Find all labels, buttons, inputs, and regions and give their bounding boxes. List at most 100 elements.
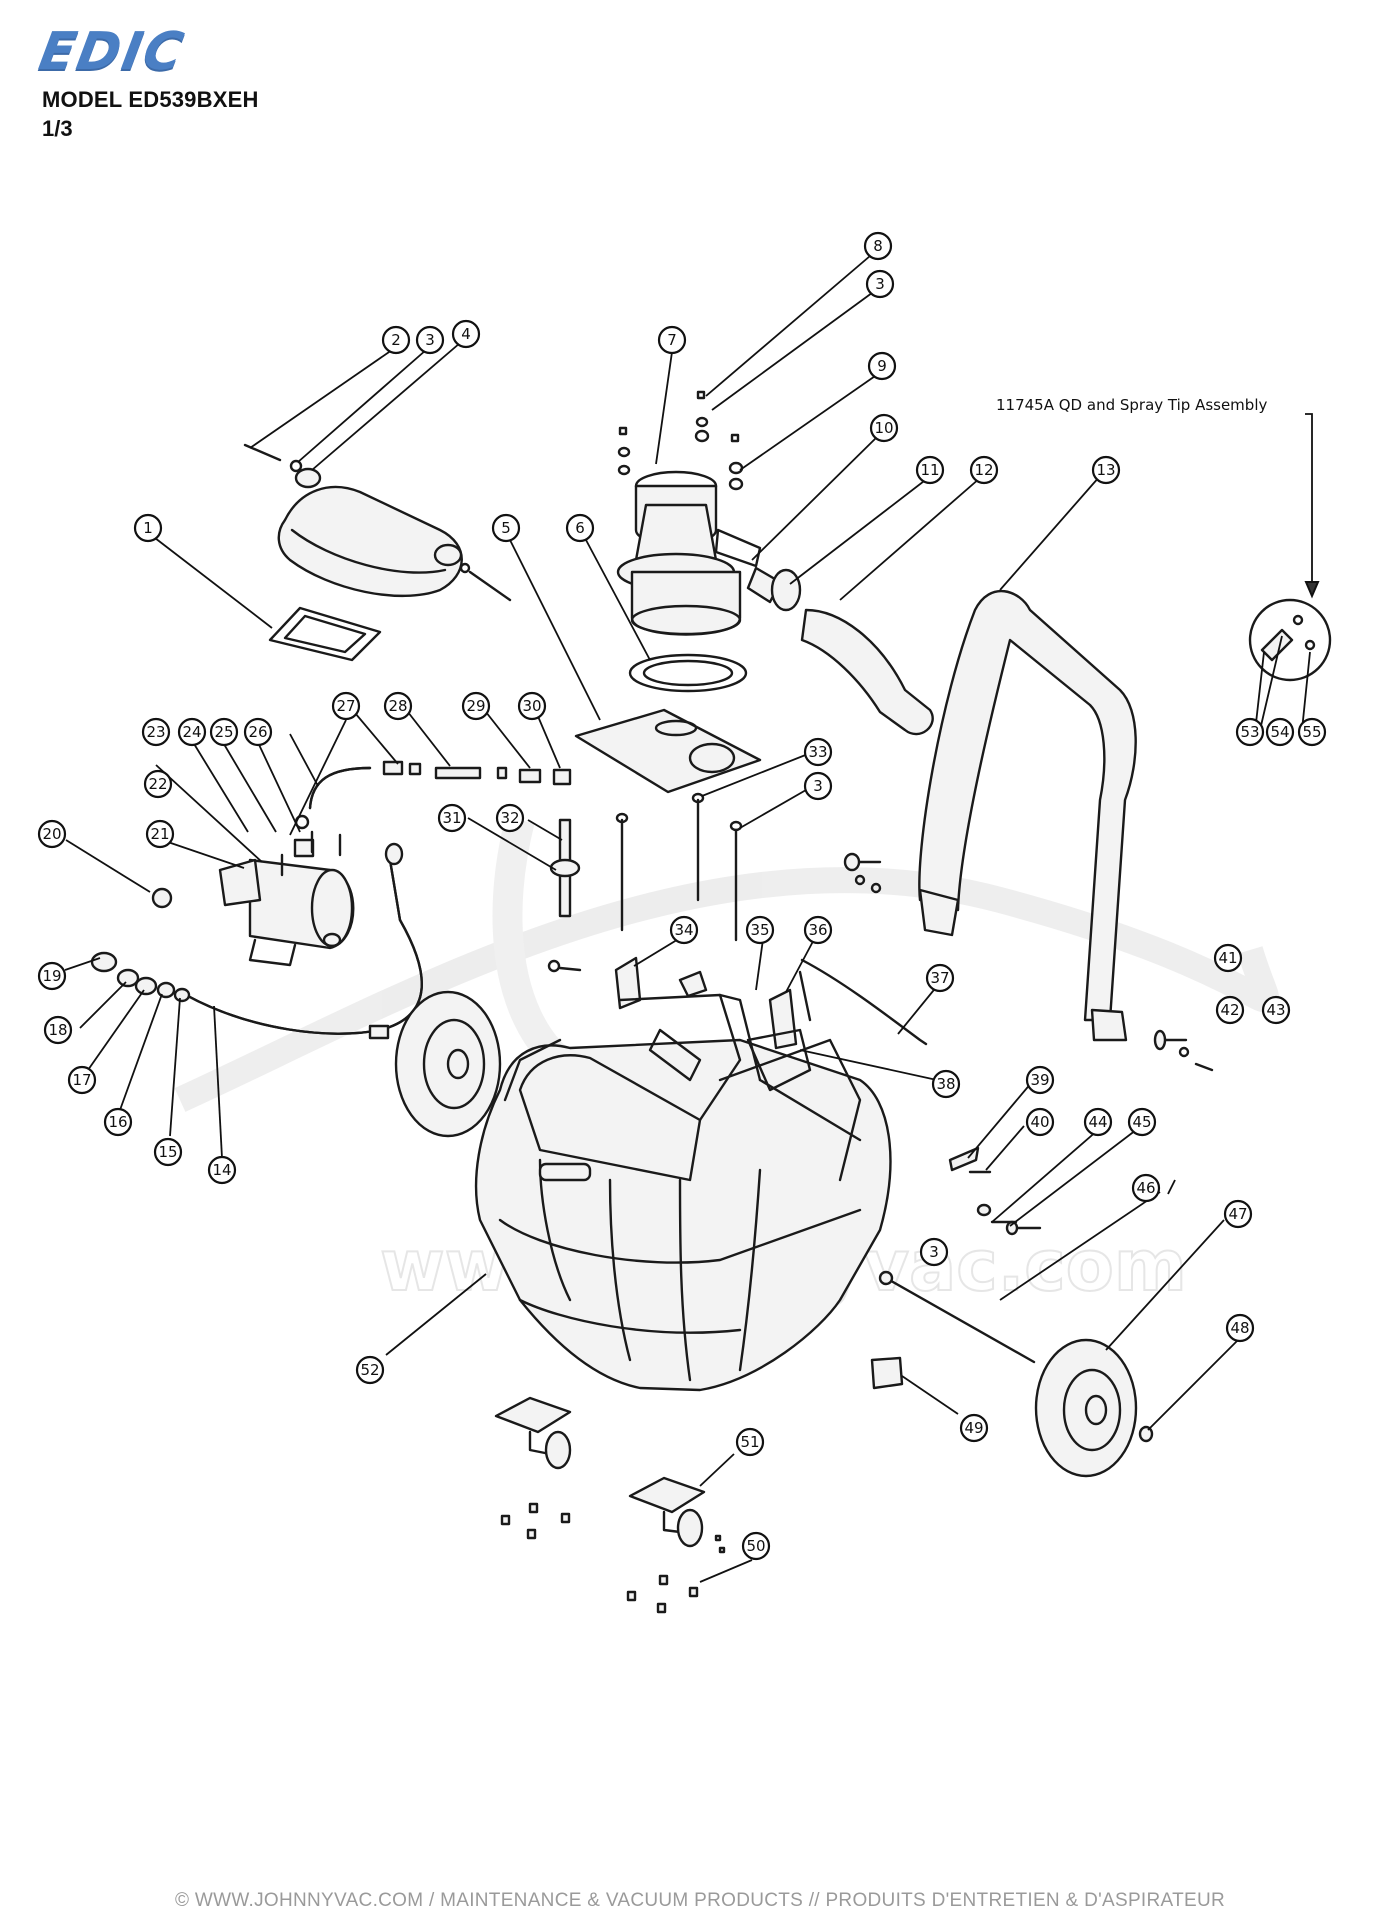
exploded-parts-diagram: www.johnnyvac.com (37, 231, 1332, 1614)
svg-text:23: 23 (146, 723, 165, 741)
svg-text:20: 20 (42, 825, 61, 843)
part-hose-26-inner (308, 766, 372, 810)
part-lid (277, 467, 463, 597)
assembly-note: 11745A QD and Spray Tip Assembly (996, 396, 1267, 414)
callout-38: 38 (931, 1069, 961, 1099)
svg-text:28: 28 (388, 697, 407, 715)
callout-8: 8 (863, 231, 893, 261)
callout-27: 27 (331, 691, 361, 721)
svg-text:3: 3 (929, 1243, 939, 1261)
svg-text:51: 51 (740, 1433, 759, 1451)
svg-text:26: 26 (248, 723, 267, 741)
part-label-plate (870, 1356, 904, 1390)
callout-37: 37 (925, 963, 955, 993)
callout-36: 36 (803, 915, 833, 945)
svg-text:29: 29 (466, 697, 485, 715)
part-hose (800, 608, 934, 736)
svg-text:34: 34 (674, 921, 693, 939)
part-washer-3 (289, 459, 303, 473)
part-screw (468, 570, 512, 602)
svg-text:18: 18 (48, 1021, 67, 1039)
callout-19: 19 (37, 961, 67, 991)
callout-29: 29 (461, 691, 491, 721)
callout-35: 35 (745, 915, 775, 945)
svg-text:19: 19 (42, 967, 61, 985)
callout-40: 40 (1025, 1107, 1055, 1137)
part-hose-assembly (90, 842, 423, 1040)
callout-21: 21 (145, 819, 175, 849)
svg-text:47: 47 (1228, 1205, 1247, 1223)
svg-text:35: 35 (750, 921, 769, 939)
callout-53: 53 (1235, 717, 1265, 747)
callout-1: 1 (133, 513, 163, 543)
part-rod-bend (798, 970, 812, 1022)
model-title: MODEL ED539BXEH (42, 87, 259, 112)
svg-text:48: 48 (1230, 1319, 1249, 1337)
part-filter-frame (268, 606, 382, 662)
callout-46: 46 (1131, 1173, 1161, 1203)
svg-text:3: 3 (875, 275, 885, 293)
svg-text:9: 9 (877, 357, 887, 375)
part-rod (800, 958, 928, 1046)
callout-32: 32 (495, 803, 525, 833)
svg-text:2: 2 (391, 331, 401, 349)
part-inline-fittings (382, 760, 572, 786)
part-brackets (547, 956, 798, 1050)
callout-3: 3 (919, 1237, 949, 1267)
svg-text:11: 11 (920, 461, 939, 479)
part-long-screws (615, 792, 743, 942)
leader-assembly-note (1305, 413, 1313, 590)
svg-text:49: 49 (964, 1419, 983, 1437)
callout-49: 49 (959, 1413, 989, 1443)
svg-text:43: 43 (1266, 1001, 1285, 1019)
svg-text:6: 6 (575, 519, 585, 537)
part-mounting-plate (574, 708, 762, 794)
footer-copyright: © WWW.JOHNNYVAC.COM / MAINTENANCE & VACU… (174, 1890, 1226, 1911)
svg-text:45: 45 (1132, 1113, 1151, 1131)
part-left-wheel (394, 990, 502, 1138)
svg-text:37: 37 (930, 969, 949, 987)
callout-20: 20 (37, 819, 67, 849)
callout-24: 24 (177, 717, 207, 747)
svg-text:33: 33 (808, 743, 827, 761)
svg-text:31: 31 (442, 809, 461, 827)
svg-text:12: 12 (974, 461, 993, 479)
callout-15: 15 (153, 1137, 183, 1167)
part-vacuum-motor (616, 470, 762, 636)
svg-text:52: 52 (360, 1361, 379, 1379)
callout-3: 3 (415, 325, 445, 355)
svg-text:55: 55 (1302, 723, 1321, 741)
callout-16: 16 (103, 1107, 133, 1137)
callout-55: 55 (1297, 717, 1327, 747)
svg-text:44: 44 (1088, 1113, 1107, 1131)
svg-text:24: 24 (182, 723, 201, 741)
svg-text:54: 54 (1270, 723, 1289, 741)
svg-text:25: 25 (214, 723, 233, 741)
part-caster-right (628, 1476, 706, 1548)
part-axle (878, 1270, 1036, 1364)
callout-43: 43 (1261, 995, 1291, 1025)
callout-2: 2 (381, 325, 411, 355)
svg-text:22: 22 (148, 775, 167, 793)
part-bolt (843, 852, 882, 894)
callout-4: 4 (451, 319, 481, 349)
svg-text:21: 21 (150, 825, 169, 843)
svg-text:7: 7 (667, 331, 677, 349)
svg-text:3: 3 (425, 331, 435, 349)
part-pump (218, 858, 355, 967)
svg-text:3: 3 (813, 777, 823, 795)
part-nuts (617, 390, 744, 491)
svg-text:17: 17 (72, 1071, 91, 1089)
callout-28: 28 (383, 691, 413, 721)
callout-3: 3 (865, 269, 895, 299)
part-gasket (628, 653, 748, 693)
part-caster-screws (500, 1502, 726, 1614)
svg-text:39: 39 (1030, 1071, 1049, 1089)
part-valve-stem (549, 818, 581, 918)
callout-52: 52 (355, 1355, 385, 1385)
callout-33: 33 (803, 737, 833, 767)
callout-48: 48 (1225, 1313, 1255, 1343)
callout-25: 25 (209, 717, 239, 747)
callout-42: 42 (1215, 995, 1245, 1025)
svg-text:46: 46 (1136, 1179, 1155, 1197)
